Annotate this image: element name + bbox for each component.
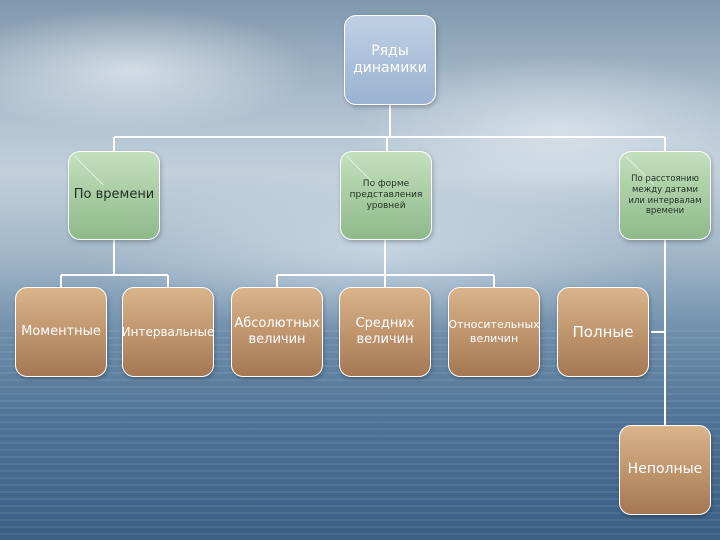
node-by-time-label: По времени <box>74 187 155 203</box>
node-relative-label: Относительных величин <box>448 318 539 346</box>
root-node: Ряды динамики <box>344 15 436 105</box>
node-moment: Моментные <box>15 287 107 377</box>
node-by-time: По времени <box>68 151 160 240</box>
root-label: Ряды динамики <box>353 43 427 78</box>
node-by-distance-label: По расстоянию между датами или интервала… <box>628 174 701 217</box>
node-relative: Относительных величин <box>448 287 540 377</box>
node-full: Полные <box>557 287 649 377</box>
node-by-form-label: По форме представления уровней <box>350 179 423 213</box>
node-incomplete-label: Неполные <box>628 461 703 479</box>
node-interval-label: Интервальные <box>122 325 214 340</box>
node-full-label: Полные <box>573 323 634 342</box>
node-absolute-label: Абсолютных величин <box>234 316 319 349</box>
node-average: Средних величин <box>339 287 431 377</box>
node-by-form: По форме представления уровней <box>340 151 432 240</box>
node-moment-label: Моментные <box>21 324 101 340</box>
node-by-distance: По расстоянию между датами или интервала… <box>619 151 711 240</box>
node-absolute: Абсолютных величин <box>231 287 323 377</box>
node-average-label: Средних величин <box>356 316 415 349</box>
node-incomplete: Неполные <box>619 425 711 515</box>
node-interval: Интервальные <box>122 287 214 377</box>
